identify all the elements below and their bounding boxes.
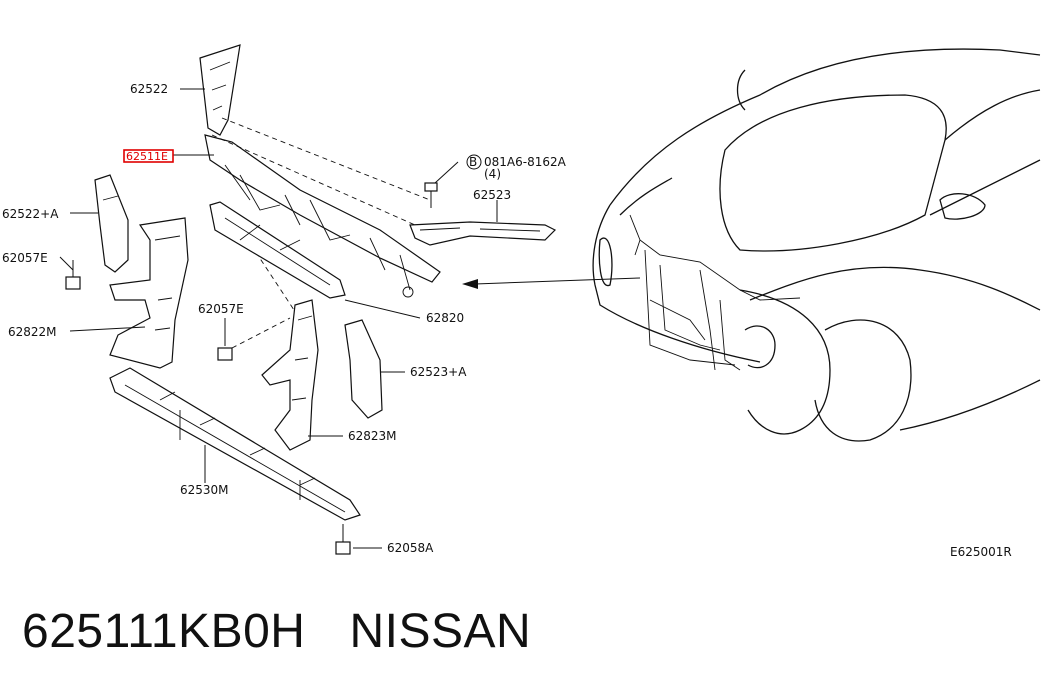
callout-62058a: 62058A [387, 541, 434, 555]
footer-brand: NISSAN [349, 604, 532, 658]
callout-bolt-qty: (4) [484, 167, 501, 181]
part-62523a-bracket [344, 319, 383, 419]
bolt-62057e-left-icon [65, 260, 81, 290]
part-62820-center-member [209, 201, 346, 299]
circle-b-icon [466, 154, 482, 170]
part-62823m-side-member [261, 299, 319, 451]
bolt-62057e-center-icon [217, 347, 233, 361]
bolt-icon [424, 182, 438, 208]
installed-assembly [629, 214, 801, 371]
diagram-code: E625001R [950, 545, 1012, 559]
callout-62822m: 62822M [8, 325, 57, 339]
callout-62523a: 62523+A [410, 365, 467, 379]
callout-62820: 62820 [426, 311, 464, 325]
circle-b-letter: B [469, 155, 477, 169]
part-62522a-bracket [94, 174, 129, 273]
parts-diagram: 62522 62511E B 081A6-8162A (4) 62523 625… [2, 44, 1041, 559]
callout-62511-highlight: 62511E [126, 150, 168, 163]
highlight-box [123, 149, 174, 163]
callout-62057e-center: 62057E [198, 302, 244, 316]
part-62511-upper-support [204, 134, 441, 298]
callout-62823m: 62823M [348, 429, 397, 443]
pointer-arrow [462, 277, 641, 289]
part-62822m-side-member [109, 217, 189, 369]
footer-caption: 625111KB0H NISSAN [22, 596, 531, 666]
leader-lines [59, 88, 498, 549]
callout-62522: 62522 [130, 82, 168, 96]
callout-62523: 62523 [473, 188, 511, 202]
callout-bolt-part: 081A6-8162A [484, 155, 567, 169]
footer-part-number: 625111KB0H [22, 604, 306, 658]
part-62523-stay [409, 221, 557, 246]
callout-62530m: 62530M [180, 483, 229, 497]
part-62522-stay [199, 44, 241, 136]
callout-62057e-left: 62057E [2, 251, 48, 265]
callout-62522a: 62522+A [2, 207, 59, 221]
bolt-62058a-icon [335, 524, 351, 555]
car-silhouette [592, 48, 1041, 442]
part-62530m-lower-member [109, 367, 361, 521]
